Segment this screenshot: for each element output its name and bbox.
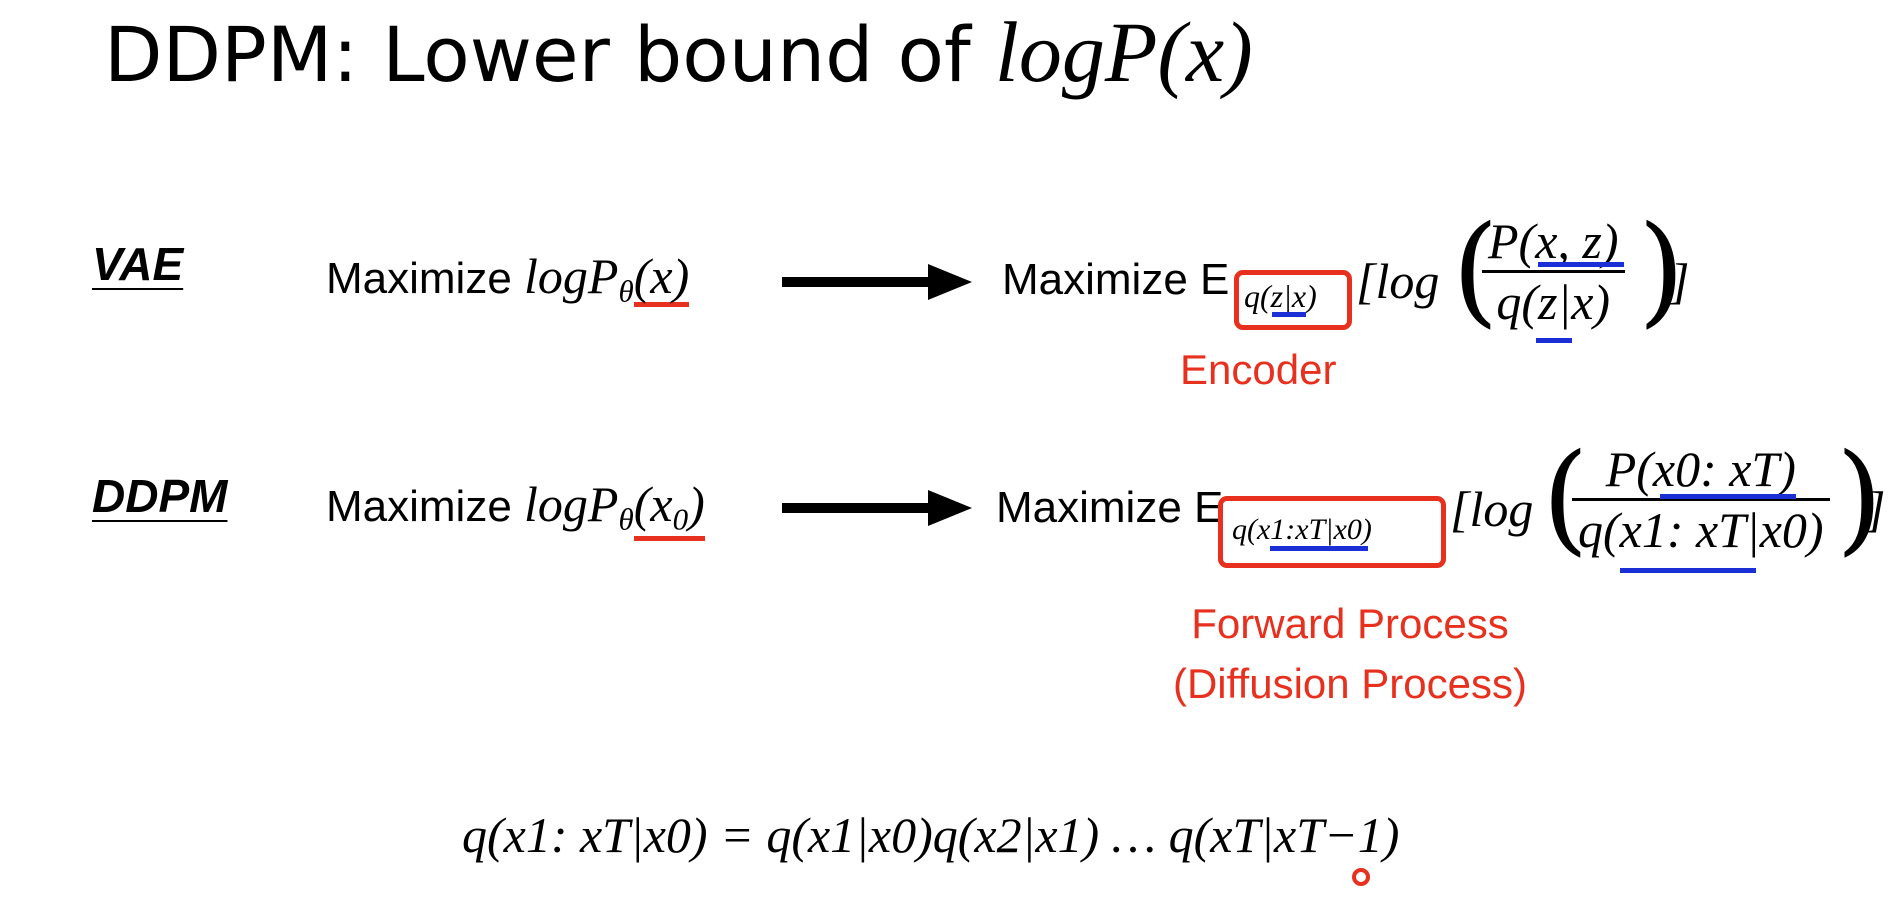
vae-fraction-denominator: q(z|x) <box>1496 274 1611 330</box>
ddpm-log-bracket: [log <box>1450 481 1534 537</box>
slide-title-math: logP(x) <box>994 4 1253 100</box>
ddpm-expectation-prefix: Maximize E <box>996 483 1224 532</box>
vae-right-paren: ) <box>1638 201 1685 340</box>
vae-maximize-text: Maximize <box>326 254 512 303</box>
ddpm-log-p: logPθ(x0) <box>524 476 705 541</box>
ddpm-annotation-line2: (Diffusion Process) <box>1172 660 1527 707</box>
ddpm-numerator-underline <box>1660 494 1796 499</box>
pointer-dot-icon <box>1352 868 1370 886</box>
ddpm-fraction: P(x0: xT) q(x1: xT|x0) <box>1572 440 1830 559</box>
vae-encoder-box <box>1234 270 1352 330</box>
vae-fraction-numerator: P(x, z) <box>1488 213 1619 269</box>
ddpm-arrow-icon <box>782 490 972 526</box>
vae-fraction: P(x, z) q(z|x) <box>1482 212 1625 331</box>
vae-expectation-prefix: Maximize E <box>1002 255 1230 304</box>
vae-expectation-subscript: q(z|x) <box>1244 278 1317 314</box>
vae-objective: Maximize logPθ(x) <box>326 248 690 318</box>
ddpm-objective: Maximize logPθ(x0) <box>326 478 705 546</box>
ddpm-forward-process-box <box>1218 496 1446 568</box>
ddpm-x0-underline: (x0) <box>633 479 705 541</box>
ddpm-close-bracket: ] <box>1866 481 1886 537</box>
vae-subscript-z-underline <box>1272 312 1306 317</box>
ddpm-denominator-underline <box>1620 568 1756 573</box>
ddpm-expectation-subscript: q(x1:xT|x0) <box>1232 513 1372 546</box>
vae-log-p: logPθ(x) <box>524 248 690 309</box>
ddpm-right-paren: ) <box>1836 429 1883 568</box>
ddpm-forward-process-annotation: Forward Process (Diffusion Process) <box>1150 594 1550 714</box>
vae-close-bracket: ] <box>1670 253 1690 309</box>
vae-numerator-underline <box>1538 262 1624 267</box>
ddpm-annotation-line1: Forward Process <box>1191 600 1509 647</box>
ddpm-fraction-denominator: q(x1: xT|x0) <box>1578 502 1824 558</box>
forward-process-factorization: q(x1: xT|x0) = q(x1|x0)q(x2|x1) … q(xT|x… <box>462 807 1400 863</box>
ddpm-row-label: DDPM <box>92 470 228 522</box>
vae-row-label: VAE <box>92 238 184 290</box>
vae-x-underline: (x) <box>633 251 690 307</box>
ddpm-fraction-numerator: P(x0: xT) <box>1605 441 1796 497</box>
slide-title: DDPM: Lower bound of logP(x) <box>104 4 1253 103</box>
slide-title-text: DDPM: Lower bound of <box>104 10 995 99</box>
vae-denominator-underline <box>1536 338 1572 343</box>
ddpm-maximize-text: Maximize <box>326 482 512 531</box>
vae-log-bracket: [log <box>1356 253 1440 309</box>
ddpm-subscript-underline <box>1270 546 1368 551</box>
vae-encoder-annotation: Encoder <box>1180 346 1337 393</box>
vae-arrow-icon <box>782 264 972 300</box>
